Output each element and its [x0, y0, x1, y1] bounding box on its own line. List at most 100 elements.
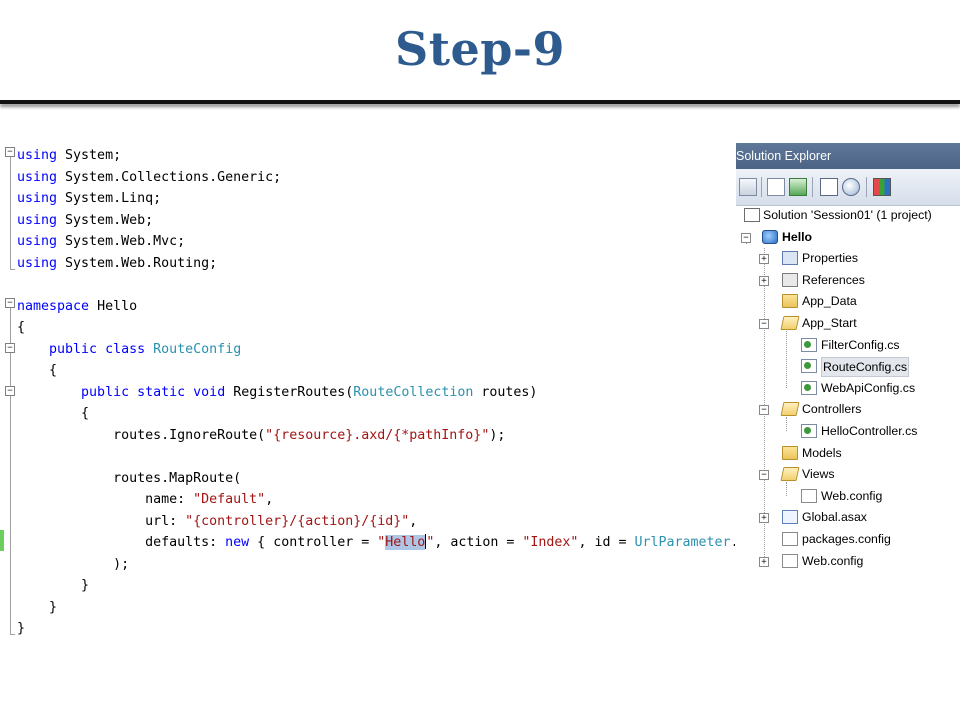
code-line[interactable]: }: [0, 575, 735, 596]
code-token: System.Web.Mvc;: [57, 234, 186, 249]
code-line[interactable]: routes.MapRoute(: [0, 468, 735, 489]
collapse-namespace-toggle[interactable]: −: [5, 298, 15, 308]
code-token: defaults:: [17, 535, 226, 550]
code-token: {: [17, 320, 26, 335]
solution-explorer-toolbar: [736, 169, 960, 206]
code-line[interactable]: using System.Collections.Generic;: [0, 167, 735, 188]
class-diagram-icon[interactable]: [873, 178, 891, 196]
code-line[interactable]: namespace Hello: [0, 296, 735, 317]
code-line[interactable]: using System.Linq;: [0, 188, 735, 209]
expand-icon[interactable]: +: [759, 275, 769, 286]
tree-item-label: packages.config: [802, 532, 891, 546]
keyword-token: void: [193, 384, 226, 400]
type-token: UrlParameter: [634, 535, 731, 550]
view-code-icon[interactable]: [820, 178, 838, 196]
properties-icon[interactable]: [739, 178, 757, 196]
code-line-text: routes.IgnoreRoute("{resource}.axd/{*pat…: [17, 425, 505, 446]
text-cursor: [425, 534, 427, 549]
tree-item-label: References: [802, 272, 865, 287]
tree-item-webapiconfig-cs[interactable]: WebApiConfig.cs: [736, 378, 960, 399]
slide-title: Step-9: [395, 22, 565, 76]
collapse-icon[interactable]: −: [759, 470, 769, 481]
code-line[interactable]: name: "Default",: [0, 489, 735, 510]
code-token: [17, 385, 81, 400]
tree-item-label: Models: [802, 445, 842, 460]
code-line[interactable]: [0, 446, 735, 467]
code-line[interactable]: );: [0, 554, 735, 575]
tree-item-app-data[interactable]: App_Data: [736, 291, 960, 312]
code-line[interactable]: using System;: [0, 145, 735, 166]
code-token: [145, 342, 153, 357]
code-line[interactable]: [0, 274, 735, 295]
keyword-token: using: [17, 255, 58, 271]
refresh-icon[interactable]: [789, 178, 807, 196]
expand-icon[interactable]: +: [759, 513, 769, 524]
tree-item-hellocontroller-cs[interactable]: HelloController.cs: [736, 421, 960, 442]
expand-icon[interactable]: +: [759, 556, 769, 567]
change-tracking-marker: [0, 530, 4, 551]
tree-item-label: HelloController.cs: [821, 424, 918, 438]
tree-item-label: Web.config: [802, 553, 864, 568]
code-line-text: );: [17, 554, 129, 575]
folder-open-icon: [780, 467, 800, 482]
tree-item-hello[interactable]: − Hello: [736, 227, 960, 248]
tree-item-views[interactable]: − Views: [736, 464, 960, 485]
tree-item-label: WebApiConfig.cs: [821, 380, 916, 395]
type-token: RouteCollection: [353, 384, 474, 400]
collapse-usings-toggle[interactable]: −: [5, 147, 15, 157]
config-file-icon: [782, 553, 798, 568]
view-designer-icon[interactable]: [842, 178, 860, 196]
collapse-icon[interactable]: −: [759, 405, 769, 416]
code-token: System.Collections.Generic;: [57, 169, 282, 185]
tree-item-controllers[interactable]: −Controllers: [736, 399, 960, 420]
code-line[interactable]: using System.Web;: [0, 210, 735, 231]
tree-item-label: Views: [802, 467, 835, 482]
solution-explorer-panel: Solution Explorer Solution 'Session01' (…: [736, 143, 960, 578]
code-line[interactable]: url: "{controller}/{action}/{id}",: [0, 511, 735, 532]
code-line-text: defaults: new { controller = "Hello", ac…: [17, 532, 735, 553]
code-line[interactable]: }: [0, 618, 735, 639]
tree-item-global-asax[interactable]: +Global.asax: [736, 507, 960, 528]
code-line[interactable]: routes.IgnoreRoute("{resource}.axd/{*pat…: [0, 425, 735, 446]
code-line[interactable]: {: [0, 317, 735, 338]
tree-item-routeconfig-cs[interactable]: RouteConfig.cs: [736, 356, 960, 378]
tree-item-label: Hello: [782, 229, 813, 244]
code-line[interactable]: defaults: new { controller = "Hello", ac…: [0, 532, 735, 553]
code-token: ,: [409, 513, 418, 529]
tree-connector: [786, 481, 787, 496]
code-line[interactable]: {: [0, 360, 735, 381]
code-line[interactable]: using System.Web.Mvc;: [0, 231, 735, 252]
tree-item-web-config[interactable]: + Web.config: [736, 551, 960, 572]
code-editor[interactable]: − − − − using System;using System.Collec…: [0, 140, 735, 645]
collapse-class-toggle[interactable]: −: [5, 343, 15, 353]
outline-guide-end: [10, 269, 15, 270]
keyword-token: using: [17, 234, 58, 249]
collapse-icon[interactable]: −: [759, 319, 769, 329]
code-token: routes.IgnoreRoute(: [17, 427, 266, 443]
tree-item-label: RouteConfig.cs: [821, 357, 910, 378]
code-token: System.Web;: [57, 212, 154, 228]
tree-item-properties[interactable]: + Properties: [736, 248, 960, 269]
code-line[interactable]: {: [0, 403, 735, 424]
tree-item-models[interactable]: Models: [736, 443, 960, 464]
tree-item-solution-session01-1-project[interactable]: Solution 'Session01' (1 project): [736, 205, 960, 226]
code-line[interactable]: using System.Web.Routing;: [0, 253, 735, 274]
keyword-token: namespace: [17, 298, 90, 314]
string-token: "Index": [522, 535, 579, 550]
keyword-token: public: [49, 341, 98, 357]
tree-item-app-start[interactable]: −App_Start: [736, 313, 960, 334]
csharp-file-icon: [801, 380, 817, 395]
show-all-files-icon[interactable]: [767, 178, 785, 196]
tree-item-packages-config[interactable]: packages.config: [736, 529, 960, 550]
expand-icon[interactable]: +: [759, 254, 769, 265]
tree-item-filterconfig-cs[interactable]: FilterConfig.cs: [736, 335, 960, 356]
tree-item-label: Properties: [802, 251, 859, 266]
keyword-token: using: [17, 169, 58, 185]
tree-item-references[interactable]: + References: [736, 270, 960, 291]
tree-item-web-config[interactable]: Web.config: [736, 486, 960, 507]
collapse-icon[interactable]: −: [741, 232, 751, 243]
code-line[interactable]: }: [0, 597, 735, 618]
code-line[interactable]: public static void RegisterRoutes(RouteC…: [0, 382, 735, 403]
code-line[interactable]: public class RouteConfig: [0, 339, 735, 360]
collapse-method-toggle[interactable]: −: [5, 386, 15, 396]
